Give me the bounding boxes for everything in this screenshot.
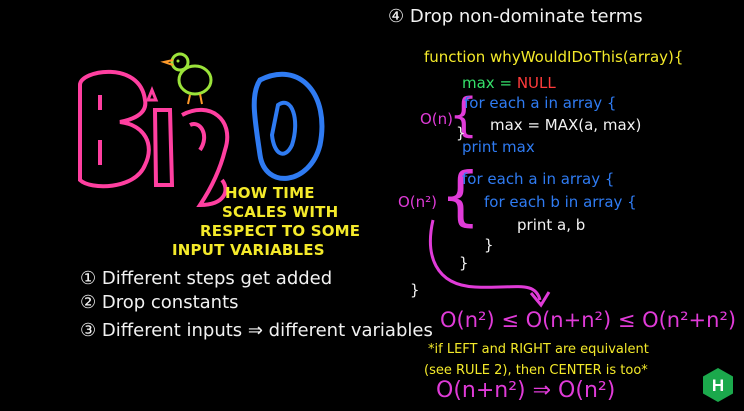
- rule-3: ③ Different inputs ⇒ different variables: [80, 322, 433, 340]
- loop3-line: for each b in array {: [484, 193, 637, 211]
- rule-2: ② Drop constants: [80, 294, 239, 312]
- letter-g-outline: [181, 108, 230, 208]
- rule-1-number: ①: [80, 268, 97, 289]
- bird-icon: [160, 52, 213, 105]
- loop2-line: for each a in array {: [462, 170, 615, 188]
- loop1-body: max = MAX(a, max): [490, 116, 642, 134]
- max-init-right: NULL: [516, 74, 556, 92]
- function-close: }: [410, 281, 420, 299]
- max-init-left: max =: [462, 74, 513, 92]
- o-n2-label: O(n²): [398, 193, 438, 211]
- hex-logo-icon: H: [703, 368, 733, 402]
- result-line: O(n+n²) ⇒ O(n²): [436, 378, 616, 403]
- print-ab-line: print a, b: [517, 216, 586, 234]
- note-line-1: *if LEFT and RIGHT are equivalent: [428, 342, 649, 357]
- subtitle-line-2: SCALES WITH: [222, 203, 339, 221]
- loop1-close: }: [456, 124, 466, 142]
- letter-o-outline: [251, 71, 325, 181]
- subtitle-line-3: RESPECT TO SOME: [200, 222, 361, 240]
- inequality-line: O(n²) ≤ O(n+n²) ≤ O(n²+n²): [440, 308, 737, 332]
- o-n-label: O(n): [420, 110, 454, 128]
- rule-4-number: ④: [388, 6, 405, 27]
- hex-logo-letter: H: [712, 376, 724, 395]
- loop2-close: }: [459, 254, 469, 272]
- loop3-close: }: [484, 236, 494, 254]
- note-line-2: (see RULE 2), then CENTER is too*: [424, 363, 648, 378]
- function-line: function whyWouldIDoThis(array){: [424, 48, 684, 66]
- rule-2-text: Drop constants: [101, 292, 239, 313]
- letter-b-outline: [78, 69, 151, 189]
- rule-4-heading: ④ Drop non-dominate terms: [388, 8, 643, 26]
- rule-3-number: ③: [80, 320, 97, 341]
- rule-1-text: Different steps get added: [101, 268, 333, 289]
- subtitle-line-1: HOW TIME: [225, 184, 315, 202]
- rule-1: ① Different steps get added: [80, 270, 332, 288]
- rule-3-text: Different inputs ⇒ different variables: [101, 320, 433, 341]
- rule-2-number: ②: [80, 292, 97, 313]
- rule-4-text: Drop non-dominate terms: [409, 6, 643, 27]
- o-n-brace: {: [449, 88, 479, 142]
- big-o-title: [78, 52, 325, 208]
- arrow-icon: [428, 219, 551, 308]
- subtitle-line-4: INPUT VARIABLES: [172, 241, 325, 259]
- letter-i-outline: [152, 108, 175, 187]
- max-init-line: max = NULL: [462, 76, 556, 91]
- o-n2-brace: {: [440, 160, 481, 234]
- print-max-line: print max: [462, 138, 535, 156]
- loop1-line: for each a in array {: [464, 94, 617, 112]
